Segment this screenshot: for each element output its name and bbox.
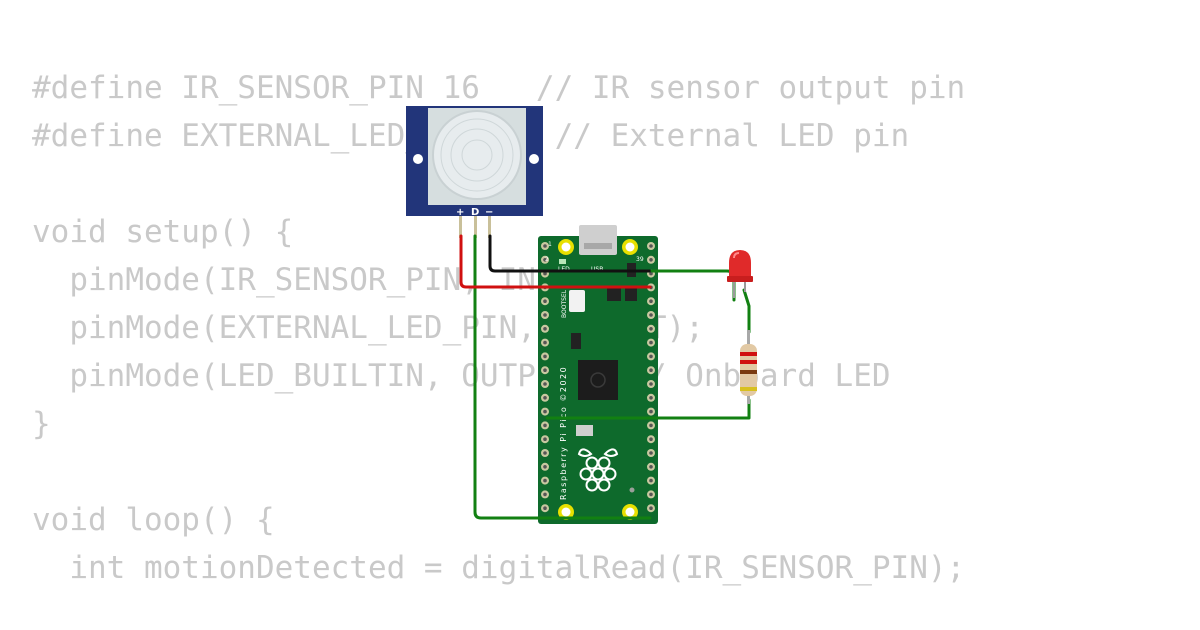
header-pin-hole (543, 423, 547, 428)
sensor-hole-left (413, 154, 423, 164)
code-listing: #define IR_SENSOR_PIN 16 // IR sensor ou… (32, 64, 965, 592)
header-pin-hole (543, 313, 547, 317)
header-pin-hole (649, 244, 653, 248)
rp2040-chip (578, 360, 618, 400)
header-pin-hole (543, 340, 547, 345)
header-pin-hole (649, 492, 653, 497)
header-pin-hole (649, 354, 653, 359)
header-pin-hole (649, 340, 653, 345)
header-pin-hole (649, 506, 653, 511)
header-pin-hole (649, 478, 653, 483)
resistor-band (740, 360, 757, 364)
resistor-band (740, 370, 757, 374)
led-leg (733, 280, 735, 298)
header-pin-hole (543, 478, 547, 483)
sensor-pin-plus (459, 216, 462, 238)
header-pin-hole (543, 396, 547, 400)
header-pin-hole (649, 327, 653, 331)
resistor[interactable] (740, 330, 757, 404)
header-pin-hole (649, 451, 653, 455)
code-line: } (32, 406, 51, 442)
header-pin-hole (649, 423, 653, 428)
wire-led-pin-green[interactable] (545, 398, 751, 420)
header-pin-hole (543, 327, 547, 331)
header-pin-hole (543, 409, 547, 414)
header-pin-hole (543, 451, 547, 455)
header-pin-hole (543, 465, 547, 469)
header-pin-hole (649, 465, 653, 469)
header-pin-hole (649, 396, 653, 400)
resistor-band (740, 352, 757, 356)
sensor-pin-data-label: D (471, 207, 479, 218)
led-body (729, 250, 751, 280)
code-line: #define IR_SENSOR_PIN 16 // IR sensor ou… (32, 70, 966, 106)
sensor-pin-minus (488, 216, 491, 238)
board-name-label: Raspberry Pi Pico ©2020 (559, 366, 568, 500)
usb-connector (579, 225, 617, 255)
header-pin-hole (543, 299, 547, 304)
onboard-led (559, 259, 566, 264)
header-pin-hole (649, 382, 653, 386)
header-pin-hole (649, 299, 653, 304)
bootsel-button[interactable] (569, 290, 585, 312)
header-pin-hole (649, 271, 653, 276)
resistor-band (740, 387, 757, 391)
header-pin-hole (649, 437, 653, 442)
left-pin-header (541, 242, 549, 513)
wire-data-green[interactable] (473, 234, 652, 520)
red-led[interactable] (727, 250, 753, 298)
bootsel-label: BOOTSEL (561, 289, 568, 318)
header-pin-hole (543, 492, 547, 497)
fresnel-dome (432, 110, 522, 200)
wires (459, 234, 751, 520)
led-leg (744, 280, 746, 292)
wire-led-resistor-green[interactable] (742, 288, 751, 334)
sensor-pin-minus-label: − (485, 207, 493, 218)
header-pin-hole (649, 313, 653, 317)
pir-sensor[interactable]: + D − (406, 106, 543, 238)
sensor-hole-right (529, 154, 539, 164)
header-pin-hole (543, 506, 547, 511)
wire-gnd-black[interactable] (488, 234, 652, 273)
sensor-pin-plus-label: + (456, 207, 464, 218)
header-pin-hole (543, 368, 547, 373)
wire-gnd-led-green[interactable] (650, 269, 736, 302)
code-line: void loop() { (32, 502, 275, 538)
header-pin-hole (649, 258, 653, 262)
pin1-label: 1 (548, 241, 552, 248)
resistor-lead (747, 392, 750, 404)
code-line: void setup() { (32, 214, 294, 250)
header-pin-hole (543, 271, 547, 276)
pin2-label: 2 (545, 256, 549, 263)
sensor-pin-data (474, 216, 477, 238)
header-pin-hole (649, 368, 653, 373)
raspberry-logo (577, 448, 619, 492)
wire-vcc-red[interactable] (459, 234, 652, 289)
header-pin-hole (543, 382, 547, 386)
header-pin-hole (543, 244, 547, 248)
header-pin-hole (543, 437, 547, 442)
mounting-holes (558, 239, 638, 520)
pico-board[interactable]: 1 2 39 LED USB BOOTSEL Raspberry Pi Pico… (538, 225, 658, 524)
header-pin-hole (649, 409, 653, 414)
resistor-lead (747, 330, 750, 346)
code-line: int motionDetected = digitalRead(IR_SENS… (32, 550, 966, 586)
pin39-label: 39 (636, 256, 644, 263)
header-pin-hole (543, 354, 547, 359)
header-pin-hole (543, 258, 547, 262)
